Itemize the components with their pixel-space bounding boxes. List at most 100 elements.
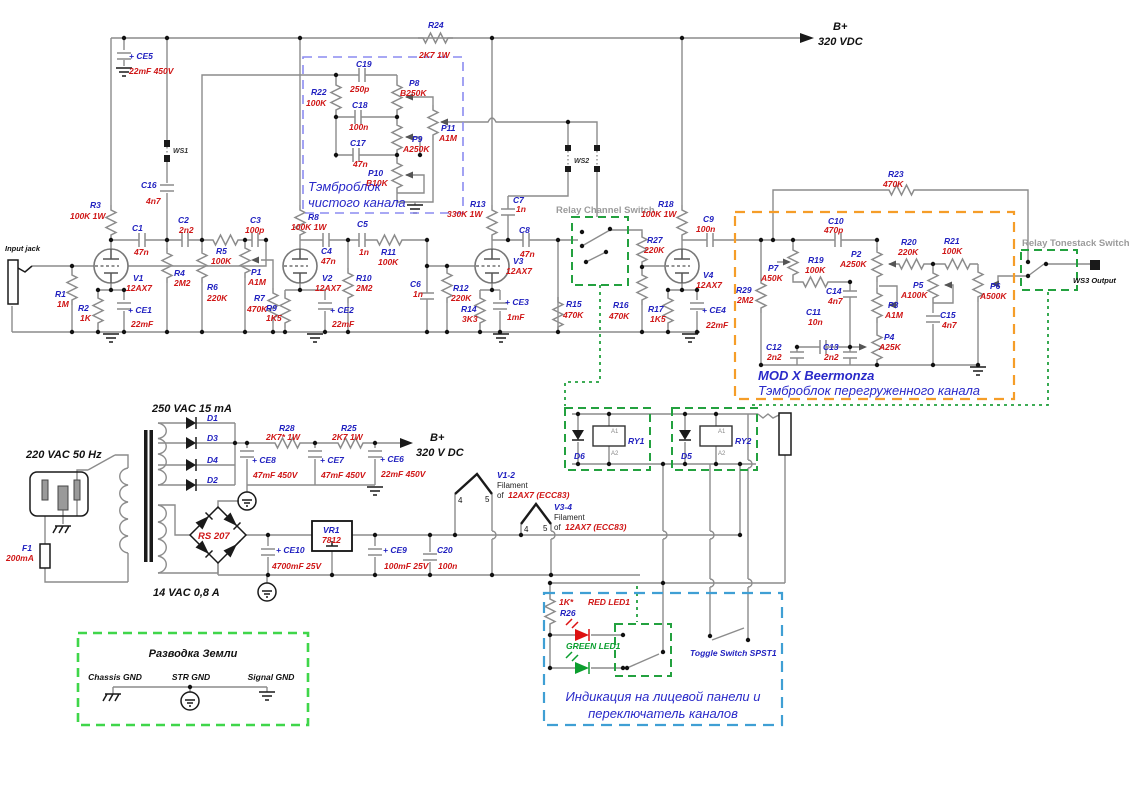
relay-coil-ry2 — [699, 425, 733, 447]
label-r19-val: 100K — [805, 265, 826, 275]
label-r18-ref: R18 — [658, 199, 674, 209]
ws2-l-bottom — [565, 166, 571, 172]
junction-dot — [790, 237, 796, 243]
junction-dot — [297, 287, 303, 293]
junction-dot — [489, 287, 495, 293]
label-c18-val: 100n — [349, 122, 368, 132]
label-toggle-switch: Toggle Switch SPST1 — [690, 648, 777, 658]
label-v2-val: 12AX7 — [315, 283, 342, 293]
resistor-r18 — [676, 204, 688, 241]
junction-dot — [345, 237, 351, 243]
label-ry2: RY2 — [735, 436, 752, 446]
junction-dot — [121, 35, 127, 41]
label-ce8-ref: + CE8 — [252, 455, 276, 465]
switch-contacts — [579, 226, 1049, 671]
label-f1-ref: F1 — [22, 543, 32, 553]
label-p7-ref: P7 — [768, 263, 780, 273]
green-led-symbol — [575, 662, 589, 674]
clean-tonestack-box — [302, 56, 464, 214]
label-c19-val: 250p — [349, 84, 369, 94]
label-r25-ref: R25 — [341, 423, 357, 433]
label-p3-val: A1M — [884, 310, 904, 320]
label-c1-val: 47n — [133, 247, 149, 257]
junction-dot — [565, 119, 571, 125]
junction-dot — [930, 261, 936, 267]
label-ce7-val: 47mF 450V — [320, 470, 367, 480]
junction-dot — [187, 684, 193, 690]
junction-dot — [372, 440, 378, 446]
junction-dot — [847, 279, 853, 285]
label-c20-val: 100n — [438, 561, 457, 571]
label-indicator-title-2: переключатель каналов — [588, 706, 738, 721]
junction-dot — [694, 329, 700, 335]
label-ce9-ref: + CE9 — [383, 545, 407, 555]
junction-dot — [199, 237, 205, 243]
cap-c10 — [834, 232, 842, 248]
label-c7-ref: C7 — [513, 195, 525, 205]
label-c6-ref: C6 — [410, 279, 421, 289]
junction-dot — [497, 329, 503, 335]
bplus-arrow-top — [800, 33, 814, 43]
label-v12-of: of — [497, 491, 504, 500]
cap-c9 — [706, 232, 714, 248]
label-modx-title-1: MOD X Beermonza — [758, 368, 874, 383]
junction-dot — [575, 411, 581, 417]
label-ce1-val: 22mF — [130, 319, 154, 329]
tube-v2 — [282, 248, 318, 284]
junction-dot — [930, 362, 936, 368]
label-r2-ref: R2 — [78, 303, 89, 313]
label-v4-ref: V4 — [703, 270, 714, 280]
label-gnd-legend-title: Разводка Земли — [149, 648, 238, 660]
junction-dot — [164, 237, 170, 243]
label-ws1: WS1 — [173, 148, 188, 155]
label-green-led1: GREEN LED1 — [566, 641, 621, 651]
label-c2-val: 2n2 — [178, 225, 194, 235]
ground-v4 — [681, 333, 699, 343]
label-d6: D6 — [574, 451, 585, 461]
label-v12-ref: V1-2 — [497, 470, 515, 480]
label-hv-winding: 250 VAC 15 mA — [151, 403, 232, 415]
label-p3-ref: P3 — [888, 300, 899, 310]
junction-dot — [232, 440, 238, 446]
junction-dot — [242, 237, 248, 243]
red-led-symbol — [575, 629, 589, 641]
signal-ground-legend — [258, 691, 276, 701]
label-d1: D1 — [207, 413, 218, 423]
label-v3-val: 12AX7 — [506, 266, 533, 276]
label-r13-val: 330K 1W — [447, 209, 483, 219]
label-p5-ref: P5 — [913, 280, 924, 290]
output-jack — [778, 412, 792, 456]
chassis-ground-plug — [52, 525, 72, 534]
junction-dot — [660, 461, 666, 467]
label-r17-ref: R17 — [648, 304, 665, 314]
label-chassis-gnd: Chassis GND — [88, 672, 142, 682]
junction-dot — [95, 329, 101, 335]
junction-dot — [372, 532, 378, 538]
ws2-l-top — [565, 145, 571, 151]
resistor-r20 — [893, 258, 930, 270]
label-c15-val: 4n7 — [941, 320, 958, 330]
label-p1-ref: P1 — [251, 267, 262, 277]
junction-dot — [199, 329, 205, 335]
junction-dot — [69, 263, 75, 269]
label-bplus-ps-1: B+ — [430, 432, 445, 444]
wires — [11, 37, 1090, 694]
label-c7-val: 1n — [516, 204, 526, 214]
pot-p3 — [871, 287, 883, 324]
ws1-bottom — [164, 155, 170, 162]
junction-dot — [874, 237, 880, 243]
relay-control-routes — [564, 285, 1049, 622]
label-r6-ref: R6 — [207, 282, 218, 292]
label-ce2-val: 22mF — [331, 319, 355, 329]
label-r9-val: 1K5 — [266, 313, 282, 323]
label-red-led1: RED LED1 — [588, 597, 630, 607]
resistor-r16 — [636, 269, 648, 306]
label-c20-ref: C20 — [437, 545, 453, 555]
label-v34-fil: Filament — [554, 513, 585, 522]
cap-c12 — [789, 351, 805, 359]
cap-c19 — [358, 67, 366, 83]
junction-dot — [312, 440, 318, 446]
label-d4: D4 — [207, 455, 218, 465]
label-c2-ref: C2 — [178, 215, 189, 225]
